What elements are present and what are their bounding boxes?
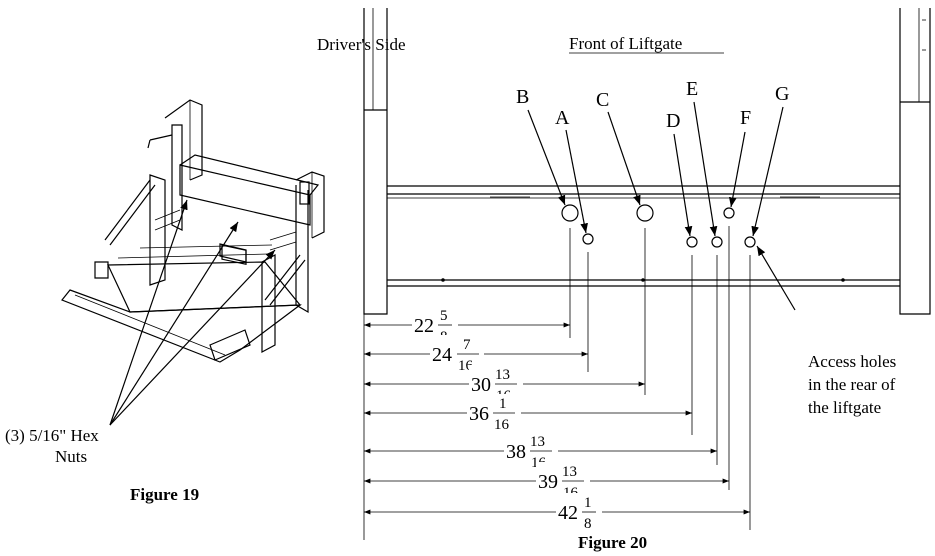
- dimension-24-7-16: 24 7 16: [430, 335, 484, 375]
- hole-F: [723, 207, 735, 219]
- svg-text:24: 24: [432, 344, 452, 366]
- hole-G: [744, 236, 756, 248]
- hole-label-C: C: [596, 89, 609, 111]
- extension-lines: [569, 226, 751, 530]
- hole-C: [636, 204, 654, 222]
- svg-text:1: 1: [584, 495, 592, 511]
- svg-text:7: 7: [463, 337, 471, 353]
- access-note-line3: the liftgate: [808, 398, 881, 417]
- hole-A: [582, 233, 594, 245]
- hole-label-A: A: [555, 107, 570, 129]
- svg-text:38: 38: [506, 441, 526, 463]
- hole-E: [711, 236, 723, 248]
- drivers-side-label: Driver's Side: [317, 35, 406, 54]
- hole-D: [686, 236, 698, 248]
- dimension-42-1-8: 42 1 8: [556, 493, 602, 533]
- liftgate-top-view: [363, 8, 931, 540]
- svg-text:36: 36: [469, 403, 489, 425]
- svg-text:13: 13: [530, 434, 545, 450]
- hole-label-E: E: [686, 78, 698, 100]
- svg-text:5: 5: [440, 308, 448, 324]
- svg-text:16: 16: [494, 417, 510, 433]
- figure-19-caption: Figure 19: [130, 485, 199, 504]
- liftgate-isometric-drawing: [61, 99, 325, 363]
- svg-text:39: 39: [538, 471, 558, 493]
- svg-text:13: 13: [562, 464, 577, 480]
- hole-label-F: F: [740, 107, 751, 129]
- svg-text:42: 42: [558, 502, 578, 524]
- hole-label-D: D: [666, 110, 680, 132]
- dimension-36-1-16: 36 1 16: [467, 394, 521, 434]
- svg-text:13: 13: [495, 367, 510, 383]
- svg-text:30: 30: [471, 374, 491, 396]
- svg-text:1: 1: [499, 396, 507, 412]
- front-of-liftgate-label: Front of Liftgate: [569, 34, 682, 53]
- hole-B: [561, 204, 579, 222]
- hex-nuts-label-line2: Nuts: [55, 447, 87, 466]
- access-note-line2: in the rear of: [808, 375, 896, 394]
- hole-leaders: [527, 101, 796, 311]
- figure-20-caption: Figure 20: [578, 533, 647, 552]
- hole-label-G: G: [775, 83, 789, 105]
- svg-text:8: 8: [584, 516, 592, 532]
- svg-text:22: 22: [414, 315, 434, 337]
- hole-label-B: B: [516, 86, 529, 108]
- access-note-line1: Access holes: [808, 352, 896, 371]
- hex-nuts-label-line1: (3) 5/16" Hex: [5, 426, 99, 445]
- dimension-38-13-16: 38 13 16: [504, 432, 558, 472]
- hex-nut-leaders: [109, 199, 276, 426]
